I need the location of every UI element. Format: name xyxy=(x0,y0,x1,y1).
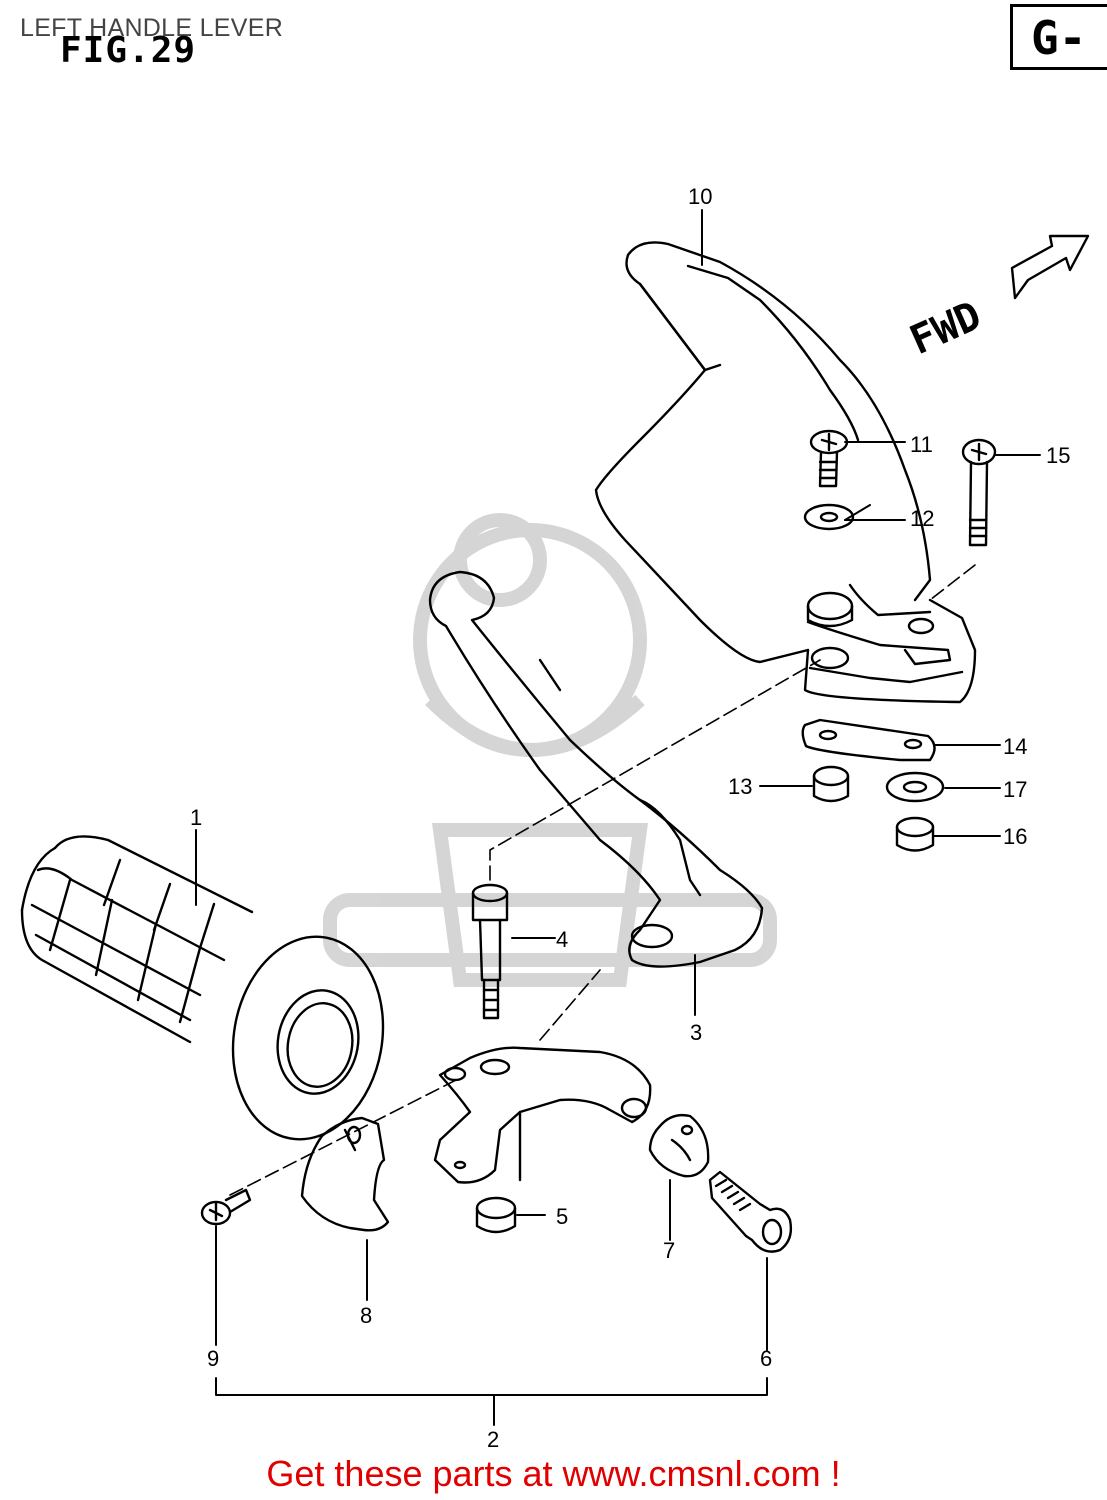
callout-1: 1 xyxy=(190,805,202,830)
callout-7: 7 xyxy=(663,1238,675,1263)
section-label: G- xyxy=(1031,11,1087,65)
part-bolt-15 xyxy=(961,438,997,547)
part-washer-12 xyxy=(803,503,855,531)
callout-numbers: 10 11 12 15 14 13 17 16 1 4 3 5 7 8 9 6 … xyxy=(190,184,1070,1452)
callout-leaders xyxy=(195,209,1041,1426)
part-nut-16 xyxy=(895,816,935,852)
part-collar-13 xyxy=(812,765,850,803)
callout-2: 2 xyxy=(487,1427,499,1452)
part-grip-1 xyxy=(20,835,385,1141)
fwd-arrow-icon xyxy=(1010,234,1090,300)
callout-9: 9 xyxy=(207,1346,219,1371)
part-lever-3 xyxy=(428,570,764,968)
part-plate-14 xyxy=(801,718,936,762)
section-tab: G- xyxy=(1010,4,1107,70)
callout-8: 8 xyxy=(360,1303,372,1328)
part-hand-guard xyxy=(594,241,977,704)
watermark-logo xyxy=(323,513,777,987)
callout-6: 6 xyxy=(760,1346,772,1371)
figure-number: FIG.29 xyxy=(60,30,197,71)
callout-14: 14 xyxy=(1003,734,1027,759)
part-screw-11 xyxy=(809,429,849,488)
callout-5: 5 xyxy=(556,1204,568,1229)
page-title: LEFT HANDLE LEVER xyxy=(20,14,284,42)
part-bracket-2 xyxy=(433,1046,652,1184)
callout-3: 3 xyxy=(690,1020,702,1045)
part-adjuster-bolt-6 xyxy=(708,1170,793,1253)
part-screw-9 xyxy=(200,1188,252,1226)
fwd-label: FWD xyxy=(903,293,988,364)
part-nut-5 xyxy=(475,1196,517,1234)
callout-13: 13 xyxy=(728,774,752,799)
footer-parts-link[interactable]: Get these parts at www.cmsnl.com ! xyxy=(266,1453,841,1494)
callout-15: 15 xyxy=(1046,443,1070,468)
part-clamp-8 xyxy=(300,1116,390,1232)
part-pivot-bolt-4 xyxy=(471,883,509,1020)
callout-12: 12 xyxy=(910,506,934,531)
part-adjuster-nut-7 xyxy=(648,1113,710,1178)
callout-11: 11 xyxy=(910,432,933,457)
assembly-lines xyxy=(229,564,976,1196)
callout-4: 4 xyxy=(556,927,568,952)
callout-16: 16 xyxy=(1003,824,1027,849)
callout-17: 17 xyxy=(1003,777,1027,802)
part-washer-17 xyxy=(885,771,945,803)
callout-10: 10 xyxy=(688,184,712,209)
